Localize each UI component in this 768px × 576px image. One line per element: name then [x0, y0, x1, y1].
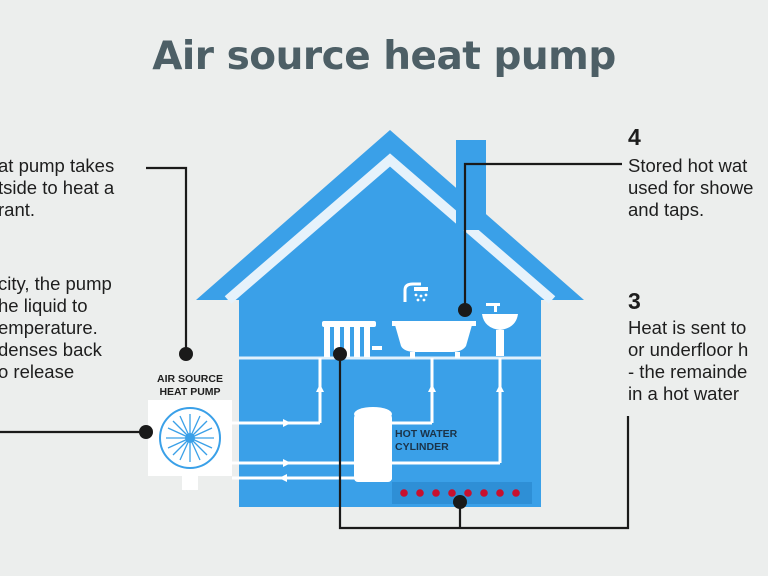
step-4-number: 4 — [628, 124, 641, 150]
leader-lines — [0, 162, 630, 530]
heat-pump-unit — [148, 400, 232, 490]
flow-arrows — [279, 384, 504, 482]
underfloor-heating-dots — [400, 489, 520, 497]
left-description-2: city, the pump he liquid to emperature. … — [0, 273, 112, 382]
fan-icon — [159, 407, 221, 469]
left-description-1: at pump takes tside to heat a rant. — [0, 155, 115, 220]
step-3-text: Heat is sent to or underfloor h - the re… — [628, 317, 749, 404]
diagram-title: Air source heat pump — [152, 34, 616, 79]
house — [196, 130, 584, 507]
bathtub-icon — [392, 282, 476, 358]
heat-pump-label: AIR SOURCE HEAT PUMP — [157, 373, 223, 398]
sink-icon — [482, 303, 518, 356]
cylinder-label: HOT WATER CYLINDER — [395, 428, 458, 453]
house-roof — [196, 130, 584, 507]
hot-water-cylinder-icon — [354, 407, 392, 482]
roof-inner-stripe — [224, 153, 556, 304]
step-4-text: Stored hot wat used for showe and taps. — [628, 155, 754, 220]
leader-dots — [139, 303, 472, 509]
radiator-icon — [322, 321, 382, 357]
chimney — [456, 140, 486, 230]
step-3-number: 3 — [628, 288, 641, 314]
house-floor-strip — [392, 482, 532, 504]
